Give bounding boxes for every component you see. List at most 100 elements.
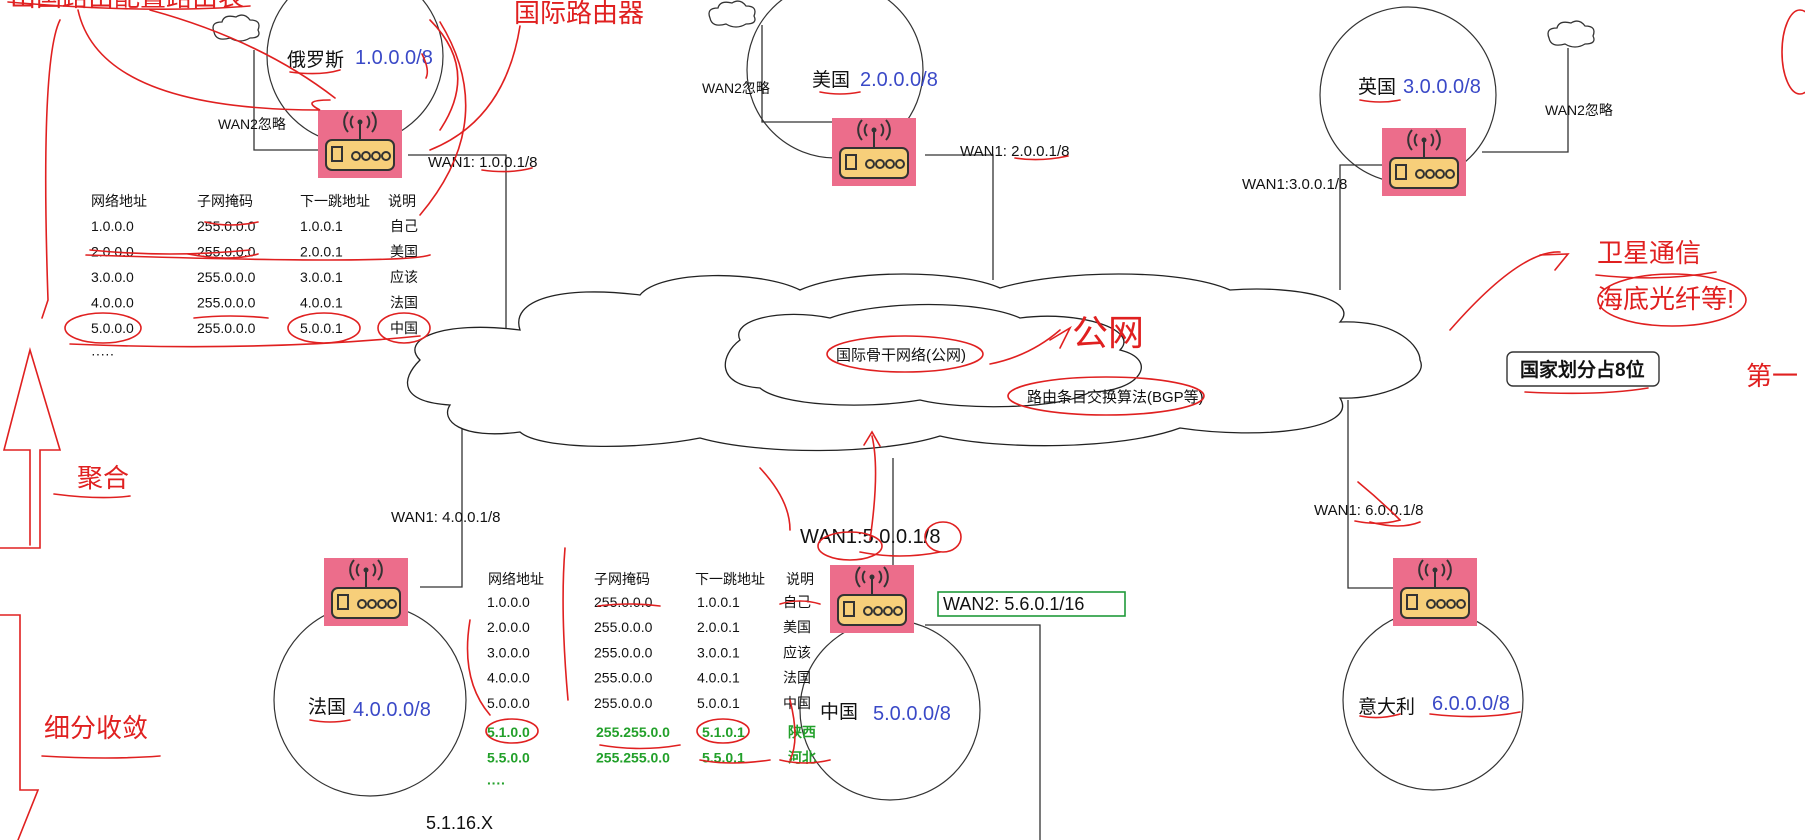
rt-cn-row-r3-c3: 法国 [783, 670, 811, 686]
public-net-label: 公网 [1072, 312, 1144, 353]
rt-cn-sub-row-r1-c3: 河北 [788, 750, 816, 766]
rt-cn-row-r4-c1: 255.0.0.0 [594, 695, 653, 711]
rt-ru-row-r3-c2: 4.0.0.1 [300, 295, 343, 311]
rt-cn-row-r3-c0: 4.0.0.0 [487, 670, 530, 686]
mini-cloud-usa [708, 0, 756, 28]
rt-ru-row-r2-c0: 3.0.0.0 [91, 269, 134, 285]
rt-cn-row-r0-c3: 自己 [783, 594, 811, 610]
rt-ru-header-desc: 说明 [388, 193, 416, 209]
rt-ru-header-net: 网络地址 [91, 193, 147, 209]
rt-ru-row-r1-c3: 美国 [390, 244, 418, 260]
ink-annotations [7, 1, 1805, 764]
subdivision-label: 细分收敛 [44, 713, 148, 743]
italy-net: 6.0.0.0/8 [1432, 693, 1510, 715]
rt-ru-header-mask: 子网掩码 [197, 193, 253, 209]
rt-ru-row-r1-c2: 2.0.0.1 [300, 244, 343, 260]
usa-name: 美国 [812, 69, 850, 91]
rt-cn-header-desc: 说明 [786, 571, 814, 587]
rt-ru-row-r0-c3: 自己 [390, 218, 418, 234]
china-net: 5.0.0.0/8 [873, 703, 951, 725]
rt-cn-sub-row-r1-c0: 5.5.0.0 [487, 750, 530, 766]
russia-net: 1.0.0.0/8 [355, 47, 433, 69]
uk-name: 英国 [1358, 76, 1396, 98]
russia-wan1: WAN1: 1.0.0.1/8 [428, 154, 538, 171]
rt-cn-sub-row-r0-c1: 255.255.0.0 [596, 724, 670, 740]
rt-cn-row-r3-c2: 4.0.0.1 [697, 670, 740, 686]
router-uk [1381, 127, 1467, 197]
rt-ru-row-r3-c1: 255.0.0.0 [197, 295, 256, 311]
rt-cn-sub-row-r0-c3: 陕西 [788, 724, 816, 740]
country-bits-badge: 国家划分占8位 [1520, 358, 1645, 381]
rt-ru-row-r3-c0: 4.0.0.0 [91, 295, 134, 311]
rt-cn-sub-row-r1-c1: 255.255.0.0 [596, 750, 670, 766]
uk-net: 3.0.0.0/8 [1403, 76, 1481, 98]
backbone-cloud [406, 273, 1422, 452]
rt-cn-row-r2-c2: 3.0.0.1 [697, 644, 740, 660]
usa-wan1: WAN1: 2.0.0.1/8 [960, 143, 1070, 160]
rt-ru-row-r0-c0: 1.0.0.0 [91, 218, 134, 234]
rt-cn-row-r4-c3: 中国 [783, 695, 811, 711]
rt-cn-sub-row-r2-c0: ···· [487, 775, 506, 791]
rt-ru-row-r4-c3: 中国 [390, 320, 418, 336]
uk-wan1: WAN1:3.0.0.1/8 [1242, 176, 1347, 193]
rt-ru-row-r4-c2: 5.0.0.1 [300, 320, 343, 336]
italy-wan1: WAN1: 6.0.0.1/8 [1314, 502, 1424, 519]
china-name: 中国 [820, 701, 858, 723]
china-wan2-box [937, 591, 1126, 617]
france-net: 4.0.0.0/8 [353, 699, 431, 721]
wires [253, 25, 1569, 840]
rt-cn-header-net: 网络地址 [488, 571, 544, 587]
italy-name: 意大利 [1358, 696, 1415, 718]
rt-cn-row-r1-c2: 2.0.0.1 [697, 619, 740, 635]
rt-cn-row-r1-c1: 255.0.0.0 [594, 619, 653, 635]
rt-ru-row-r2-c2: 3.0.0.1 [300, 269, 343, 285]
rt-cn-row-r1-c3: 美国 [783, 619, 811, 635]
rt-cn-row-r0-c2: 1.0.0.1 [697, 594, 740, 610]
usa-wan2: WAN2忽略 [702, 80, 770, 96]
rt-cn-row-r1-c0: 2.0.0.0 [487, 619, 530, 635]
bottom-host-label: 5.1.16.X [426, 813, 493, 833]
rt-cn-header-mask: 子网掩码 [594, 571, 650, 587]
top-left-cut-label: 出国路由配置路由表 [10, 0, 244, 12]
rt-ru-row-r0-c1: 255.0.0.0 [197, 218, 256, 234]
country-bits-badge-box [1506, 351, 1660, 387]
bgp-label: 路由条目交换算法(BGP等) [1027, 388, 1204, 406]
china-wan2: WAN2: 5.6.0.1/16 [943, 594, 1084, 614]
rt-cn-row-r4-c0: 5.0.0.0 [487, 695, 530, 711]
rt-cn-header-next: 下一跳地址 [695, 571, 765, 587]
rt-ru-row-r4-c0: 5.0.0.0 [91, 320, 134, 336]
router-china [829, 564, 915, 634]
usa-net: 2.0.0.0/8 [860, 69, 938, 91]
router-russia [317, 109, 403, 179]
right-edge-label: 第一 [1746, 361, 1798, 391]
rt-cn-row-r4-c2: 5.0.0.1 [697, 695, 740, 711]
rt-ru-row-r3-c3: 法国 [390, 295, 418, 311]
satellite-label: 卫星通信 [1597, 238, 1701, 268]
russia-wan2: WAN2忽略 [218, 116, 286, 132]
rt-cn-row-r0-c1: 255.0.0.0 [594, 594, 653, 610]
rt-ru-header-next: 下一跳地址 [300, 193, 370, 209]
aggregation-label: 聚合 [77, 463, 129, 493]
rt-ru-row-r0-c2: 1.0.0.1 [300, 218, 343, 234]
subdivision-arrow [0, 614, 40, 840]
mini-cloud-russia [212, 14, 260, 42]
france-name: 法国 [308, 696, 346, 718]
rt-ru-row-r2-c1: 255.0.0.0 [197, 269, 256, 285]
router-france [323, 557, 409, 627]
france-wan1: WAN1: 4.0.0.1/8 [391, 509, 501, 526]
rt-cn-sub-row-r0-c0: 5.1.0.0 [487, 724, 530, 740]
router-italy [1392, 557, 1478, 627]
cable-label: 海底光纤等! [1597, 284, 1734, 314]
russia-route-table: 网络地址 子网掩码 下一跳地址 说明 1.0.0.0 255.0.0.0 1.0.0… [91, 193, 418, 362]
uk-wan2: WAN2忽略 [1545, 102, 1613, 118]
aggregation-arrow [0, 347, 62, 549]
mini-cloud-uk [1547, 20, 1595, 48]
rt-cn-row-r2-c3: 应该 [783, 644, 811, 660]
rt-cn-row-r2-c0: 3.0.0.0 [487, 644, 530, 660]
rt-cn-row-r3-c1: 255.0.0.0 [594, 670, 653, 686]
rt-ru-row-r2-c3: 应该 [390, 269, 418, 285]
backbone-label: 国际骨干网络(公网) [836, 347, 966, 364]
intl-router-label: 国际路由器 [514, 0, 644, 28]
